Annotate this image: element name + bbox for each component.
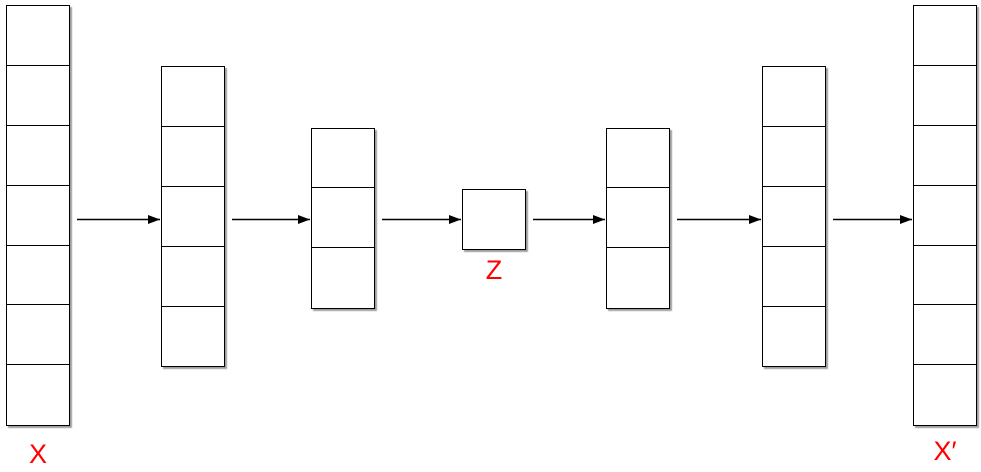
unit-cell: [606, 187, 670, 249]
unit-cell: [762, 305, 826, 368]
layer-decoder-hidden-1: [606, 127, 670, 309]
layer-encoder-hidden-1: [161, 66, 225, 368]
output-layer-label: X′: [933, 436, 957, 466]
unit-cell: [913, 304, 977, 366]
unit-cell: [311, 247, 375, 309]
unit-cell: [6, 4, 70, 67]
unit-cell: [311, 127, 375, 189]
layer-decoder-hidden-2: [762, 66, 826, 368]
unit-cell: [913, 124, 977, 187]
unit-cell: [913, 64, 977, 127]
unit-cell: [161, 245, 225, 308]
unit-cell: [161, 66, 225, 128]
unit-cell: [6, 364, 70, 426]
unit-cell: [6, 304, 70, 366]
unit-cell: [762, 186, 826, 248]
unit-cell: [6, 244, 70, 306]
unit-cell: [161, 305, 225, 368]
layer-output: [913, 4, 977, 426]
unit-cell: [6, 184, 70, 246]
unit-cell: [913, 4, 977, 67]
unit-cell: [762, 245, 826, 308]
unit-cell: [6, 124, 70, 187]
unit-cell: [913, 184, 977, 246]
unit-cell: [161, 126, 225, 188]
unit-cell: [762, 66, 826, 128]
unit-cell: [462, 188, 526, 251]
layer-latent: [462, 188, 526, 251]
unit-cell: [913, 244, 977, 306]
input-layer-label: X: [28, 439, 47, 469]
layer-input: [6, 4, 70, 426]
unit-cell: [161, 186, 225, 248]
latent-layer-label: Z: [485, 255, 503, 285]
unit-cell: [913, 364, 977, 426]
unit-cell: [606, 247, 670, 309]
layer-encoder-hidden-2: [311, 127, 375, 309]
unit-cell: [762, 126, 826, 188]
unit-cell: [6, 64, 70, 127]
unit-cell: [311, 187, 375, 249]
unit-cell: [606, 127, 670, 189]
